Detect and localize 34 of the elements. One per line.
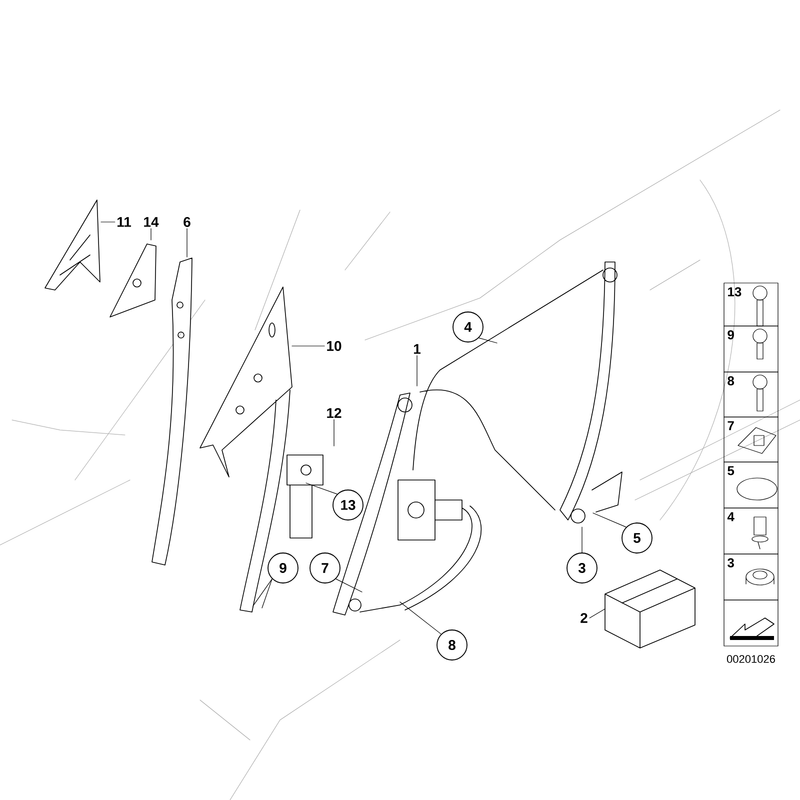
callout-number: 9 bbox=[268, 552, 298, 584]
callout-number: 13 bbox=[332, 490, 364, 520]
leader-line bbox=[336, 578, 362, 592]
part-cell: 13 bbox=[724, 282, 778, 326]
callout-number: 4 bbox=[452, 312, 484, 342]
callout-number: 3 bbox=[566, 552, 598, 584]
callout-number: 6 bbox=[184, 217, 190, 227]
part-cell: 8 bbox=[724, 372, 778, 418]
part-cell: 4 bbox=[724, 508, 778, 554]
box-drawing bbox=[604, 570, 696, 648]
diagram-number: 00201026 bbox=[726, 655, 775, 663]
leader-line bbox=[150, 228, 152, 240]
leader-line bbox=[416, 355, 418, 386]
callout-number: 8 bbox=[436, 630, 468, 660]
callout-number: 7 bbox=[310, 552, 340, 584]
callout-number: 5 bbox=[622, 522, 652, 554]
part-cell: 5 bbox=[724, 462, 778, 508]
part-cell: 7 bbox=[724, 416, 778, 462]
part-cell: 9 bbox=[724, 326, 778, 372]
leader-line bbox=[262, 578, 272, 608]
callout-number: 2 bbox=[580, 613, 588, 623]
callout-number: 14 bbox=[144, 217, 159, 227]
callout-number: 10 bbox=[327, 341, 342, 351]
part-cell: 3 bbox=[724, 554, 778, 600]
leader-line bbox=[478, 338, 498, 344]
leader-line bbox=[186, 228, 188, 258]
callout-number: 11 bbox=[117, 217, 132, 227]
leader-line bbox=[252, 578, 272, 606]
leader-line bbox=[589, 608, 606, 618]
callout-number: 12 bbox=[327, 408, 342, 418]
callout-number: 1 bbox=[414, 344, 421, 354]
leader-line bbox=[592, 512, 626, 528]
leader-line bbox=[400, 602, 442, 634]
leader-line bbox=[306, 482, 338, 494]
